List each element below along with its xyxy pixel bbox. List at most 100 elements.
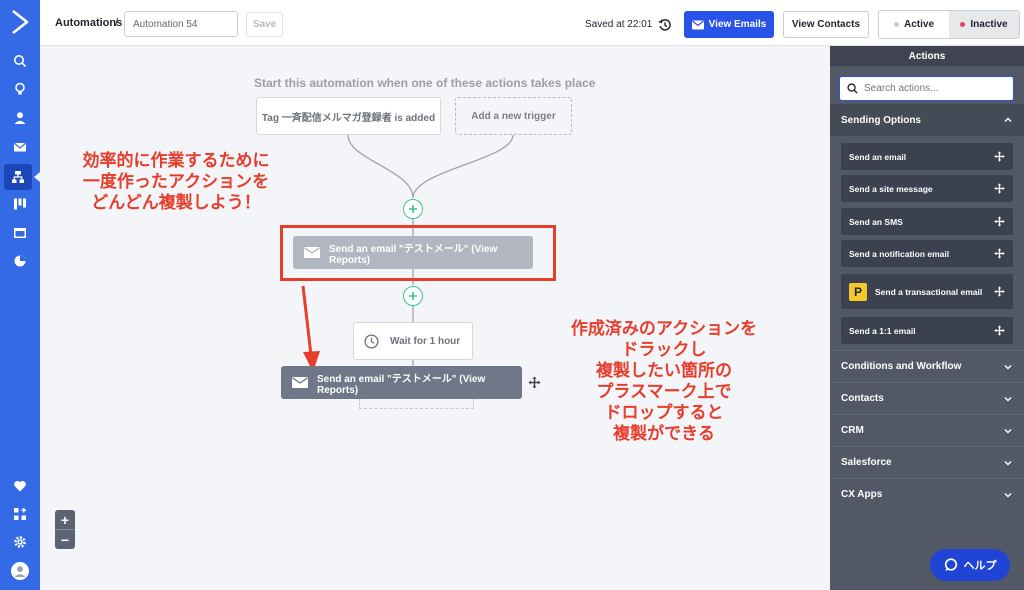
- section-crm[interactable]: CRM: [830, 414, 1024, 446]
- help-button[interactable]: ヘルプ: [930, 549, 1010, 581]
- move-drag-icon[interactable]: [528, 376, 541, 389]
- email-icon[interactable]: [8, 136, 32, 158]
- help-label: ヘルプ: [963, 560, 997, 572]
- add-trigger-button[interactable]: Add a new trigger: [455, 97, 572, 135]
- envelope-icon: [304, 247, 320, 258]
- status-inactive-label: Inactive: [970, 19, 1008, 30]
- highlight-box: [280, 225, 556, 281]
- clock-icon: [364, 333, 379, 349]
- connector-lines: [301, 134, 514, 372]
- postmark-logo-icon: P: [849, 282, 867, 301]
- view-contacts-button[interactable]: View Contacts: [783, 11, 869, 38]
- annotation-line: プラスマーク上で: [596, 382, 732, 401]
- chevron-down-icon: [1004, 396, 1012, 401]
- move-drag-icon: [994, 286, 1005, 297]
- annotation-line: 効率的に作業するために: [82, 151, 270, 170]
- email-action-dragging[interactable]: Send an email "テストメール" (View Reports): [281, 366, 522, 399]
- action-label: Send a 1:1 email: [849, 325, 916, 336]
- action-send-1to1-email[interactable]: Send a 1:1 email: [841, 317, 1013, 344]
- search-icon[interactable]: [8, 50, 32, 72]
- email-action-preview-label: Send an email "テストメール" (View Reports): [329, 243, 498, 266]
- action-left-group: P Send a transactional email: [849, 282, 983, 301]
- annotation-left: 効率的に作業するために 一度作ったアクションを どんどん複製しよう！: [62, 150, 290, 213]
- move-drag-icon: [994, 151, 1005, 162]
- zoom-controls: + −: [55, 510, 75, 549]
- lightbulb-icon[interactable]: [8, 78, 32, 100]
- contacts-icon[interactable]: [8, 107, 32, 129]
- action-send-site-message[interactable]: Send a site message: [841, 175, 1013, 202]
- action-label: Send a transactional email: [875, 286, 983, 297]
- section-label: Sending Options: [841, 114, 921, 126]
- history-icon[interactable]: [658, 18, 672, 32]
- add-action-plus-icon[interactable]: [403, 199, 423, 219]
- wait-action[interactable]: Wait for 1 hour: [353, 322, 473, 360]
- search-box[interactable]: [839, 76, 1014, 101]
- action-send-sms[interactable]: Send an SMS: [841, 208, 1013, 235]
- annotation-right: 作成済みのアクションを ドラックし 複製したい箇所の プラスマーク上で ドロップ…: [550, 318, 778, 444]
- reports-pie-icon[interactable]: [8, 250, 32, 272]
- view-emails-label: View Emails: [708, 19, 767, 30]
- move-drag-icon: [994, 248, 1005, 259]
- trigger-instructions: Start this automation when one of these …: [254, 76, 596, 90]
- annotation-line: ドロップすると: [604, 403, 724, 422]
- section-salesforce[interactable]: Salesforce: [830, 446, 1024, 478]
- annotation-line: どんどん複製しよう！: [91, 193, 261, 212]
- save-button[interactable]: Save: [246, 12, 283, 37]
- active-indicator: [34, 172, 40, 182]
- action-send-notification-email[interactable]: Send a notification email: [841, 240, 1013, 267]
- active-dot-icon: [893, 22, 899, 27]
- move-drag-icon: [994, 183, 1005, 194]
- email-icon: [691, 20, 704, 29]
- automation-canvas: Start this automation when one of these …: [55, 76, 778, 549]
- logo-chevron-icon[interactable]: [8, 8, 32, 36]
- automation-name-input[interactable]: [124, 11, 238, 37]
- action-send-email[interactable]: Send an email: [841, 143, 1013, 170]
- annotation-line: 作成済みのアクションを: [570, 319, 758, 338]
- section-label: CRM: [841, 425, 864, 436]
- chevron-down-icon: [1004, 428, 1012, 433]
- section-conditions-workflow[interactable]: Conditions and Workflow: [830, 350, 1024, 382]
- section-label: Conditions and Workflow: [841, 361, 962, 372]
- search-actions-input[interactable]: [864, 83, 1004, 94]
- move-drag-icon: [994, 325, 1005, 336]
- saved-at-status: Saved at 22:01: [585, 19, 653, 30]
- website-icon[interactable]: [8, 222, 32, 244]
- envelope-icon: [292, 377, 308, 388]
- status-active-label: Active: [903, 19, 934, 30]
- action-label: Send a notification email: [849, 248, 950, 259]
- section-label: Salesforce: [841, 457, 892, 468]
- status-toggle: Active Inactive: [878, 10, 1020, 39]
- section-contacts[interactable]: Contacts: [830, 382, 1024, 414]
- email-action-drop-preview[interactable]: Send an email "テストメール" (View Reports): [293, 236, 533, 269]
- email-action-label: Send an email "テストメール" (View Reports): [317, 373, 486, 396]
- deals-icon[interactable]: [8, 193, 32, 215]
- annotation-line: 複製したい箇所の: [596, 361, 732, 380]
- breadcrumb-automations[interactable]: Automations: [55, 17, 123, 29]
- dashed-drop-zone: [359, 398, 474, 409]
- top-header: Automations / Save Saved at 22:01 View E…: [40, 0, 1024, 46]
- actions-panel: Actions Sending Options Send an email Se…: [830, 46, 1024, 590]
- trigger-tag-added[interactable]: Tag 一斉配信メルマガ登録者 is added: [256, 97, 441, 135]
- chevron-down-icon: [1004, 492, 1012, 497]
- settings-gear-icon[interactable]: [8, 531, 32, 553]
- section-cx-apps[interactable]: CX Apps: [830, 478, 1024, 510]
- section-sending-options[interactable]: Sending Options: [830, 104, 1024, 136]
- heart-icon[interactable]: [8, 475, 32, 497]
- status-inactive-option[interactable]: Inactive: [949, 11, 1019, 38]
- apps-add-icon[interactable]: [8, 503, 32, 525]
- status-active-option[interactable]: Active: [879, 11, 949, 38]
- panel-title: Actions: [830, 46, 1024, 66]
- annotation-line: 一度作ったアクションを: [82, 172, 270, 191]
- zoom-in-button[interactable]: +: [55, 510, 75, 530]
- add-action-plus-icon[interactable]: [403, 286, 423, 306]
- search-icon: [847, 83, 858, 94]
- avatar[interactable]: [8, 560, 32, 582]
- view-emails-button[interactable]: View Emails: [684, 11, 774, 38]
- section-label: Contacts: [841, 393, 884, 404]
- action-send-transactional-email[interactable]: P Send a transactional email: [841, 274, 1013, 309]
- move-drag-icon: [994, 216, 1005, 227]
- zoom-out-button[interactable]: −: [60, 531, 70, 548]
- annotation-line: ドラックし: [621, 340, 707, 359]
- automations-icon[interactable]: [4, 164, 32, 190]
- inactive-dot-icon: [960, 22, 966, 27]
